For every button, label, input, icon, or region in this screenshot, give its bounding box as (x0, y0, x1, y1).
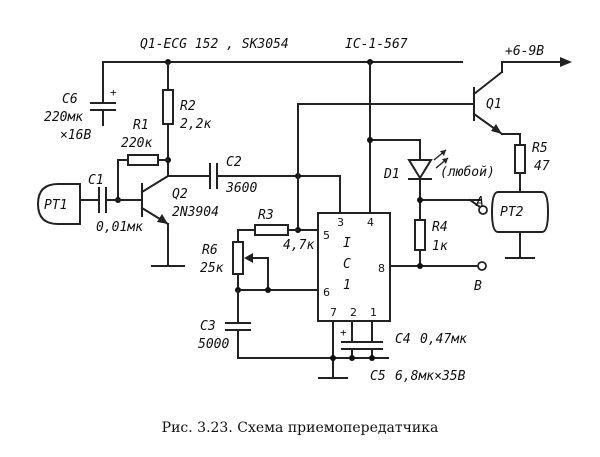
q2-name: Q2 (172, 187, 188, 202)
ic-pin-3: 3 (337, 216, 344, 229)
c5-name: C5 (370, 369, 386, 384)
c4-plus-sign: + (340, 326, 347, 339)
r4-value: 1к (432, 239, 448, 254)
pt1-name: PT1 (44, 198, 67, 213)
ic-pin-6: 6 (323, 286, 330, 299)
resistor-r4 (414, 215, 426, 267)
ic-pin-2: 2 (350, 306, 357, 319)
ic-pin-1: 1 (370, 306, 377, 319)
transistor-q2 (140, 174, 185, 267)
c2-value: 3600 (225, 181, 257, 196)
r3-value: 4,7к (283, 238, 314, 253)
resistor-r2 (162, 61, 174, 177)
c2-name: C2 (226, 155, 242, 170)
c3-value: 5000 (198, 337, 229, 352)
c1-value: 0,01мк (96, 220, 143, 235)
resistor-r5 (514, 144, 526, 193)
c4-name: C4 (395, 332, 411, 347)
d1-note: (любой) (440, 165, 495, 180)
capacitor-c6: + (90, 61, 117, 126)
potentiometer-r6 (232, 241, 319, 293)
q1-name: Q1 (486, 97, 502, 112)
ic-letter-1: 1 (343, 278, 351, 293)
c1-name: C1 (88, 173, 104, 188)
resistor-r3 (237, 224, 299, 243)
ic-letter-i: I (343, 236, 351, 251)
q2-value: 2N3904 (172, 205, 219, 220)
r6-name: R6 (202, 243, 218, 258)
ic-type-label: IC-1-567 (345, 37, 408, 52)
r2-name: R2 (180, 99, 196, 114)
r6-value: 25к (200, 261, 224, 276)
wire-pin4-supply (367, 61, 421, 214)
device-list-label: Q1-ECG 152 , SK3054 (140, 37, 289, 52)
ic-pin-5: 5 (323, 229, 330, 242)
r2-value: 2,2к (180, 117, 211, 132)
c5-value: 6,8мк×35В (395, 369, 466, 384)
capacitor-c3 (225, 289, 389, 359)
ground-network (318, 320, 383, 379)
d1-name: D1 (383, 167, 400, 182)
capacitor-c1 (79, 187, 143, 213)
r1-name: R1 (133, 118, 149, 133)
r1-value: 220к (121, 136, 152, 151)
ic-letter-c: C (343, 257, 351, 272)
transducer-pt2 (490, 191, 550, 259)
r3-name: R3 (258, 208, 274, 223)
c3-name: C3 (200, 319, 216, 334)
ic-pin-4: 4 (367, 216, 374, 229)
capacitor-c2 (167, 163, 341, 214)
wire-pin8-output (389, 261, 487, 271)
r5-name: R5 (532, 141, 548, 156)
supply-voltage-label: +6-9В (505, 44, 544, 59)
terminal-a (468, 198, 488, 215)
c6-plus-sign: + (110, 86, 117, 99)
supply-rail (102, 57, 572, 67)
transistor-q1 (461, 61, 521, 146)
c6-voltage: ×16В (60, 128, 91, 143)
c4-value: 0,47мк (420, 332, 467, 347)
figure-caption: Рис. 3.23. Схема приемопередатчика (161, 420, 439, 436)
ic-pin-7: 7 (330, 306, 337, 319)
transducer-pt1 (36, 183, 81, 225)
c6-name: C6 (62, 92, 78, 107)
r5-value: 47 (534, 159, 550, 174)
pt2-name: PT2 (500, 205, 524, 220)
resistor-r1 (115, 154, 169, 203)
terminal-b-label: B (474, 279, 482, 294)
c6-value: 220мк (44, 110, 83, 125)
r4-name: R4 (432, 220, 448, 235)
ic-pin-8: 8 (378, 262, 385, 275)
terminal-a-label: A (475, 195, 484, 210)
